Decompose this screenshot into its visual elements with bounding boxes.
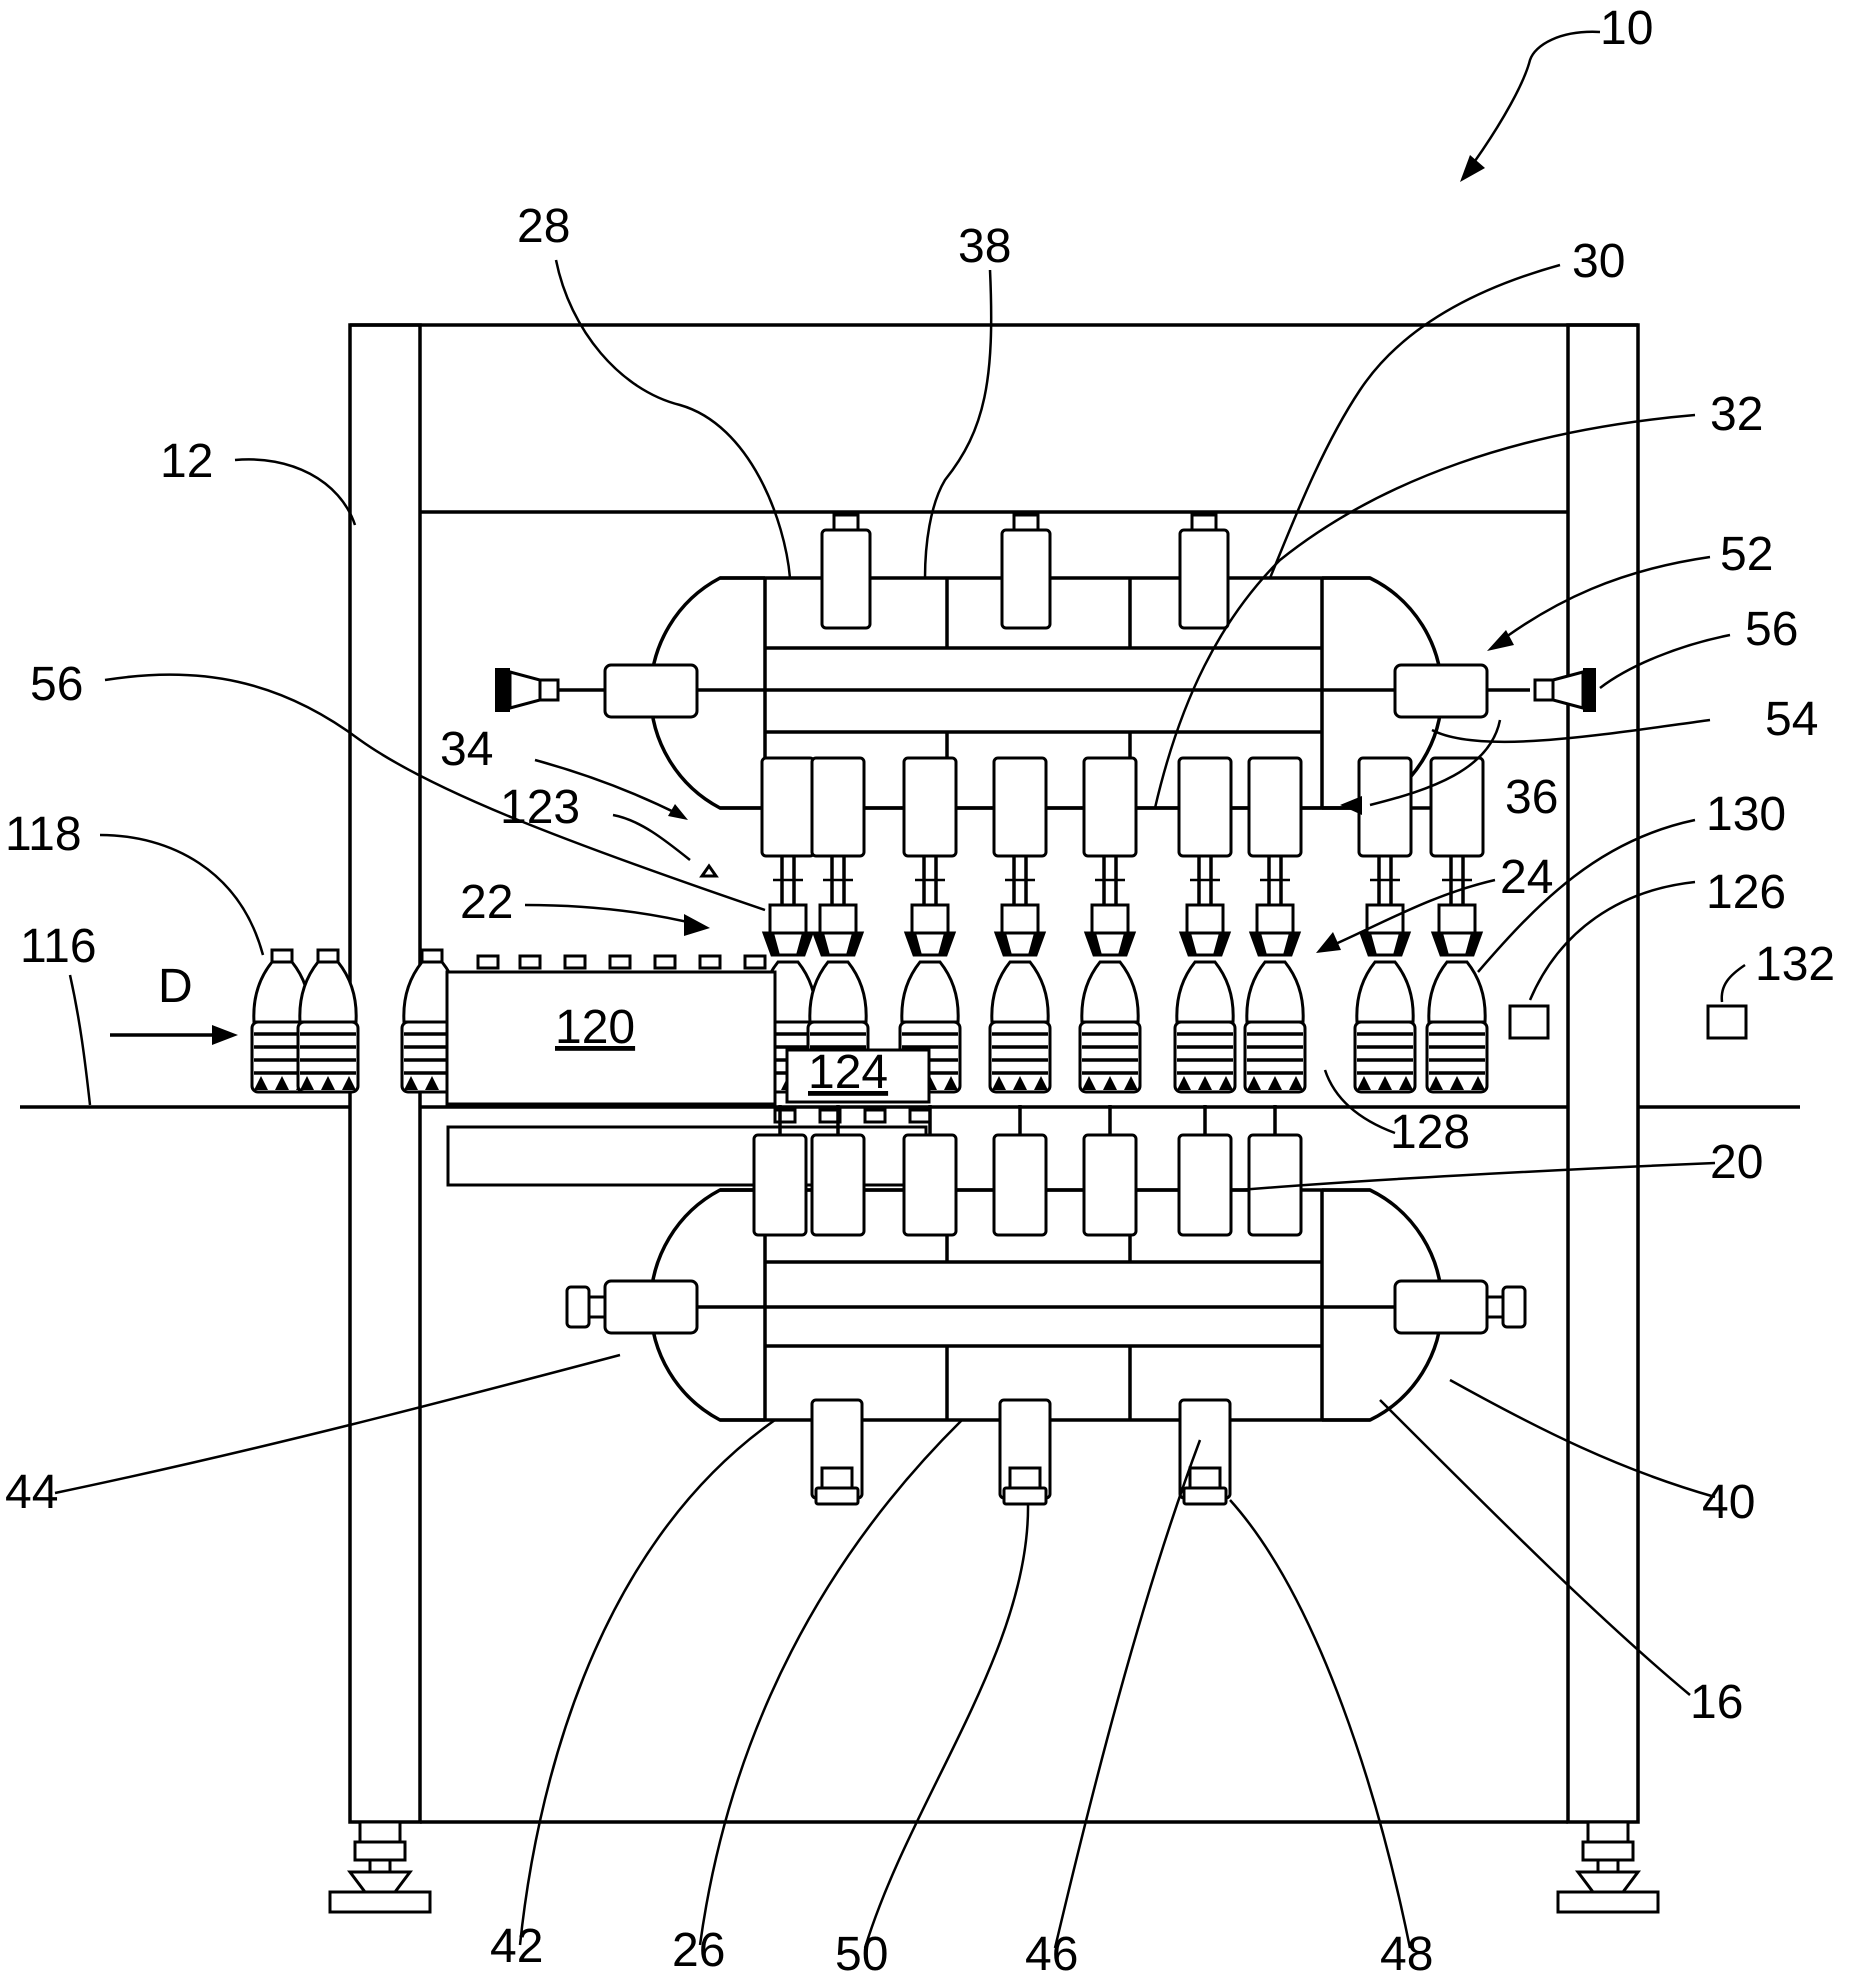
label-32: 32 — [1710, 388, 1763, 441]
label-26: 26 — [672, 1924, 725, 1977]
label-D: D — [158, 960, 193, 1013]
lower-bottom-actuators — [812, 1400, 1230, 1504]
label-24: 24 — [1500, 851, 1553, 904]
label-130: 130 — [1706, 788, 1786, 841]
frame-right-foot — [1558, 1822, 1658, 1912]
bottle-cap — [565, 956, 585, 968]
lower-head — [812, 1105, 864, 1235]
label-28: 28 — [517, 200, 570, 253]
bottle — [1427, 962, 1487, 1092]
label-10: 10 — [1600, 2, 1653, 55]
upper-right-cylinder — [1395, 665, 1487, 717]
label-36: 36 — [1505, 771, 1558, 824]
label-56-right: 56 — [1745, 603, 1798, 656]
picker-head — [1359, 758, 1411, 955]
label-120: 120 — [555, 1001, 635, 1054]
label-118: 118 — [5, 808, 82, 861]
label-48: 48 — [1380, 1928, 1433, 1981]
frame-right-post — [1568, 325, 1638, 1822]
picker-head — [1431, 758, 1483, 955]
lower-carriage — [567, 1190, 1525, 1504]
label-54: 54 — [1765, 693, 1818, 746]
upper-right-gripper-icon — [1535, 668, 1596, 712]
label-128: 128 — [1390, 1106, 1470, 1159]
bottle — [1175, 962, 1235, 1092]
label-40: 40 — [1702, 1476, 1755, 1529]
sensor-132 — [1708, 1006, 1746, 1038]
lower-head — [754, 1105, 806, 1235]
label-44: 44 — [5, 1466, 58, 1519]
label-12: 12 — [160, 435, 213, 488]
lower-left-cylinder — [605, 1281, 697, 1333]
lower-right-cylinder — [1395, 1281, 1487, 1333]
label-16: 16 — [1690, 1676, 1743, 1729]
bottle-cap — [610, 956, 630, 968]
label-132: 132 — [1755, 938, 1835, 991]
bottle — [1355, 962, 1415, 1092]
bottle-cap — [700, 956, 720, 968]
bottle-cap — [520, 956, 540, 968]
upper-left-gripper-icon — [495, 668, 558, 712]
label-34: 34 — [440, 723, 493, 776]
picker-head — [762, 758, 814, 955]
label-42: 42 — [490, 1920, 543, 1973]
direction-arrow — [110, 1025, 238, 1045]
frame-left-foot — [330, 1822, 430, 1912]
label-116: 116 — [20, 920, 97, 973]
lower-head — [1084, 1105, 1136, 1235]
lower-head — [1249, 1105, 1301, 1235]
bottle-cap — [745, 956, 765, 968]
lower-head — [994, 1105, 1046, 1235]
label-38: 38 — [958, 220, 1011, 273]
label-50: 50 — [835, 1928, 888, 1981]
bottle-cap — [655, 956, 675, 968]
label-30: 30 — [1572, 235, 1625, 288]
picker-head — [1249, 758, 1301, 955]
label-56-left: 56 — [30, 658, 83, 711]
bottle — [1245, 962, 1305, 1092]
label-22: 22 — [460, 876, 513, 929]
lower-right-stop-icon — [1487, 1287, 1525, 1327]
marker-123-icon — [702, 866, 716, 876]
label-123: 123 — [500, 781, 580, 834]
label-46: 46 — [1025, 1928, 1078, 1981]
sensor-126 — [1510, 1006, 1548, 1038]
picker-head — [904, 758, 956, 955]
label-52: 52 — [1720, 528, 1773, 581]
lower-head-row — [720, 1105, 1301, 1235]
upper-top-actuators — [822, 515, 1228, 628]
upper-left-cylinder — [605, 665, 697, 717]
picker-head — [812, 758, 864, 955]
label-20: 20 — [1710, 1136, 1763, 1189]
picker-head — [1179, 758, 1231, 955]
bottle — [990, 962, 1050, 1092]
label-124: 124 — [808, 1046, 888, 1099]
bottle — [1080, 962, 1140, 1092]
lower-left-stop-icon — [567, 1287, 605, 1327]
bottle-cap — [478, 956, 498, 968]
picker-head — [994, 758, 1046, 955]
label-126: 126 — [1706, 866, 1786, 919]
lower-head — [1179, 1105, 1231, 1235]
picker-head — [1084, 758, 1136, 955]
lower-head — [904, 1105, 956, 1235]
